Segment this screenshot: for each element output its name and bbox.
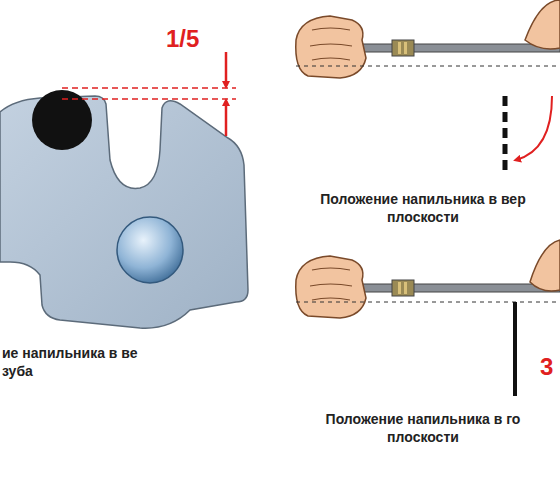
hand-file-vertical [296, 0, 560, 176]
hand-file-horizontal [296, 240, 560, 396]
caption-label: Положение напильника в го плоскости [298, 410, 548, 446]
caption-label: ие напильника в ве зуба [2, 344, 152, 380]
dash-line [62, 98, 236, 100]
dim-arrow [225, 101, 228, 136]
caption-label: Положение напильника в вер плоскости [298, 190, 548, 226]
dash-line [62, 87, 236, 89]
angle-label: 3 [540, 352, 558, 382]
dim-arrow [225, 52, 228, 86]
rivet [117, 217, 183, 283]
dimension-label: 1/5 [166, 24, 226, 54]
